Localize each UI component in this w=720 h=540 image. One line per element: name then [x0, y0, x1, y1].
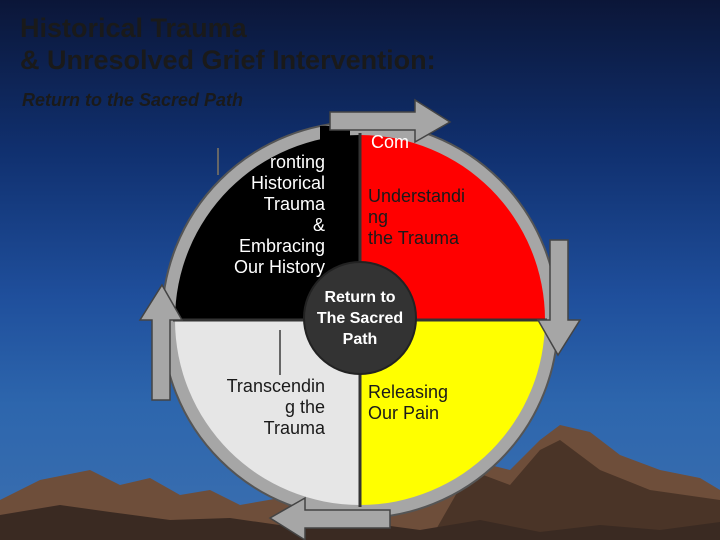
arrow-left	[138, 283, 184, 401]
quadrant-text-understanding: Understandi ng the Trauma	[368, 186, 466, 248]
arrow-bottom	[268, 496, 391, 540]
arrow-top	[329, 98, 452, 144]
slide-title: Historical Trauma & Unresolved Grief Int…	[20, 12, 436, 76]
center-label: Return to The Sacred Path	[316, 289, 404, 348]
quadrant-text-confronting: ronting Historical Trauma & Embracing Ou…	[233, 152, 325, 277]
quadrant-top-left	[175, 135, 360, 320]
quadrant-bottom-left	[175, 320, 360, 505]
quadrant-top-right	[360, 135, 545, 320]
quadrant-text-releasing: Releasing Our Pain	[368, 382, 449, 423]
title-line-2: & Unresolved Grief Intervention:	[20, 45, 436, 75]
center-circle	[303, 261, 417, 375]
quadrant-bottom-right	[360, 320, 545, 505]
arrow-right	[536, 239, 582, 357]
quadrant-text-transcending: Transcendin g the Trauma	[226, 376, 325, 438]
title-line-1: Historical Trauma	[20, 13, 247, 43]
slide-subtitle: Return to the Sacred Path	[22, 90, 244, 110]
mountain-shadow	[430, 440, 720, 540]
quadrant-text-partial: Com	[371, 132, 410, 152]
